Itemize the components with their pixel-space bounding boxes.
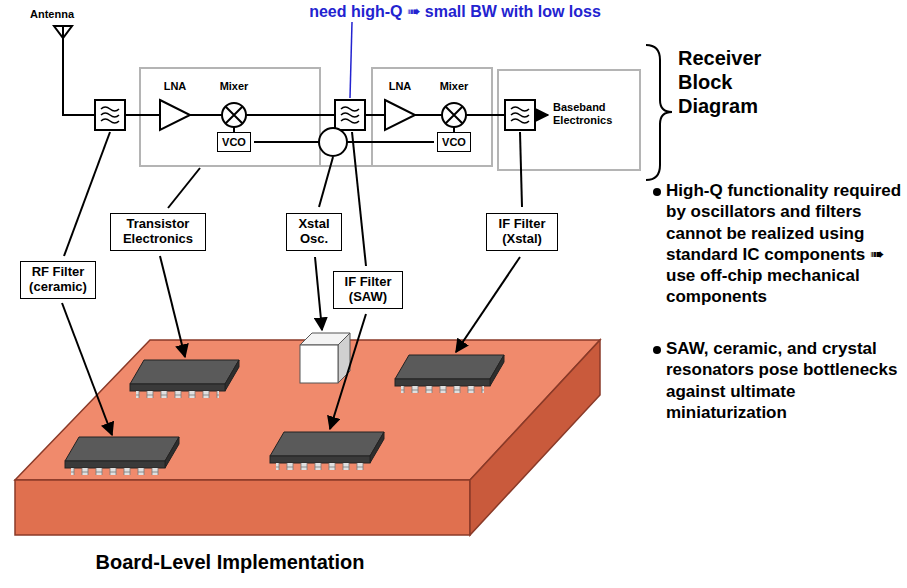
component-label-box: Transistor Electronics xyxy=(110,213,206,251)
caption-text: Board-Level Implementation xyxy=(96,550,365,574)
component-label-box: IF Filter (Xstal) xyxy=(486,213,558,251)
heading: Receiver Block Diagram xyxy=(678,46,778,118)
part-name: Mixer xyxy=(220,80,249,93)
component-label-box: RF Filter (ceramic) xyxy=(20,261,96,299)
part-name: Baseband Electronics xyxy=(553,101,635,126)
bullet-dot xyxy=(653,346,661,354)
vco-box: VCO xyxy=(217,132,251,153)
component-label-box: IF Filter (SAW) xyxy=(333,271,403,309)
leader-arrow xyxy=(62,132,522,435)
bullet-dot xyxy=(653,188,661,196)
pointer-line xyxy=(350,22,352,98)
annotation: need high-Q ➠ small BW with low loss xyxy=(309,2,601,21)
part-name: Mixer xyxy=(440,80,469,93)
bullet-text: High-Q functionality required by oscilla… xyxy=(666,180,904,308)
part-name: LNA xyxy=(389,80,412,93)
box-text: Transistor Electronics xyxy=(115,217,201,247)
ic-region-outline xyxy=(140,68,640,170)
mixer-symbol xyxy=(222,103,466,127)
filter-symbol xyxy=(95,100,535,130)
box-text: RF Filter (ceramic) xyxy=(25,265,91,295)
box-text: VCO xyxy=(222,136,246,149)
box-text: IF Filter (Xstal) xyxy=(491,217,553,247)
crystal-cube xyxy=(300,333,350,383)
box-text: Xstal Osc. xyxy=(291,217,337,247)
circuit-board xyxy=(15,340,600,535)
antenna-symbol xyxy=(54,26,95,115)
reference-oscillator-symbol xyxy=(319,128,347,156)
bullet-text: SAW, ceramic, and crystal resonators pos… xyxy=(666,338,904,423)
chip xyxy=(65,355,504,475)
brace xyxy=(646,45,672,180)
part-name: Antenna xyxy=(30,8,74,21)
amplifier-symbol xyxy=(160,100,415,130)
component-label-box: Xstal Osc. xyxy=(286,213,342,251)
part-name: LNA xyxy=(164,80,187,93)
vco-box: VCO xyxy=(437,132,471,153)
box-text: VCO xyxy=(442,136,466,149)
box-text: IF Filter (SAW) xyxy=(338,275,398,305)
